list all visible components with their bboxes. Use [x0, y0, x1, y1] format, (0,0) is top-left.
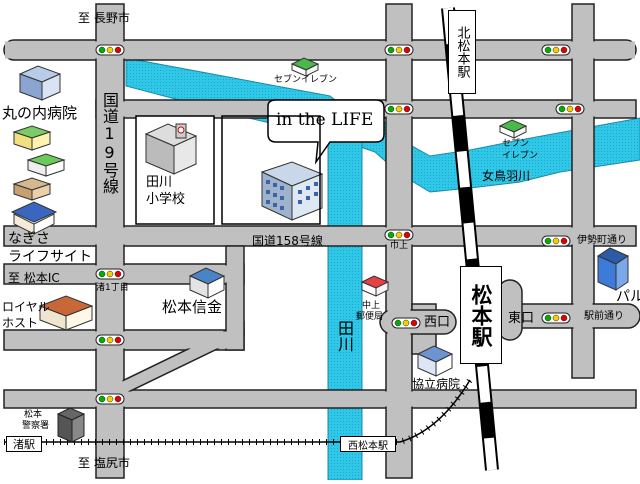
- royal-host-label-2: ホスト: [2, 316, 39, 330]
- route19-label: 国道19号線: [100, 92, 119, 194]
- nagisa-label-1: なぎさ: [8, 231, 50, 247]
- store-icon: [26, 153, 66, 177]
- store-icon: [498, 119, 528, 139]
- store-icon: [12, 125, 52, 151]
- traffic-light-icon: [95, 393, 125, 405]
- traffic-light-icon: [384, 103, 414, 115]
- kitamatsumoto-station-label: 北松本駅: [454, 26, 470, 78]
- seven-eleven-label-2a: セブン: [502, 139, 530, 149]
- route158-label: 国道158号線: [252, 234, 323, 248]
- tagawa-school-label-2: 小学校: [146, 192, 186, 207]
- traffic-light-icon: [541, 312, 571, 324]
- traffic-light-icon: [95, 44, 125, 56]
- traffic-light-icon: [384, 229, 414, 241]
- restaurant-icon: [38, 295, 94, 331]
- traffic-light-icon: [95, 268, 125, 280]
- seven-eleven-label-2b: イレブン: [502, 151, 539, 161]
- post-office-label-1: 中上: [362, 301, 381, 311]
- tagawa-river: [327, 135, 363, 481]
- kitamatsumoto-station-box: 北松本駅: [448, 10, 476, 94]
- police-label-2: 警察署: [22, 421, 50, 431]
- matsumoto-shinkin-label: 松本信金: [162, 298, 223, 316]
- nagisa-label-2: ライフサイト: [8, 249, 92, 265]
- parco-label: パルコ: [616, 289, 640, 305]
- local-railway: [4, 378, 473, 445]
- signal-label-isemachi: 伊勢町通り: [577, 235, 627, 246]
- in-the-life-label: in the LIFE: [276, 110, 374, 130]
- building-icon: [260, 161, 324, 221]
- traffic-light-icon: [95, 334, 125, 346]
- nishimatsumoto-station-label: 西松本駅: [348, 440, 388, 452]
- traffic-light-icon: [384, 44, 414, 56]
- metoba-river-label: 女鳥羽川: [482, 169, 531, 183]
- signal-label-nishiguchi: 西口: [424, 315, 451, 330]
- traffic-lights: [95, 44, 585, 405]
- signal-label-ekimae: 駅前通り: [584, 311, 624, 322]
- hospital-icon: [18, 65, 62, 101]
- kyoritsu-hospital-label: 協立病院: [412, 377, 461, 391]
- police-label-1: 松本: [24, 410, 43, 420]
- house-icon: [10, 201, 58, 235]
- seven-eleven-label-1: セブンイレブン: [274, 75, 338, 85]
- store-icon: [290, 57, 320, 77]
- to-shiojiri-label: 至 塩尻市: [78, 456, 130, 470]
- parco-building-icon: [596, 247, 630, 291]
- traffic-light-icon: [555, 103, 585, 115]
- nagisa-station-box: 渚駅: [6, 436, 42, 452]
- hospital-icon: [416, 345, 454, 377]
- tagawa-school-label-1: 田川: [146, 175, 173, 190]
- to-nagano-label: 至 長野市: [78, 11, 130, 25]
- school-icon: [144, 123, 198, 175]
- signal-label-higashiguchi: 東口: [508, 311, 535, 326]
- royal-host-label-1: ロイヤル: [2, 300, 50, 314]
- matsumoto-station-box: 松本駅: [460, 266, 502, 364]
- to-matsumoto-ic-label: 至 松本IC: [8, 271, 60, 285]
- signal-label-nagisa1: 渚1丁目: [96, 283, 129, 293]
- marunouchi-hospital-label: 丸の内病院: [2, 104, 78, 122]
- traffic-light-icon: [391, 317, 421, 329]
- nishimatsumoto-station-box: 西松本駅: [340, 436, 396, 452]
- police-icon: [56, 407, 86, 443]
- tagawa-river-label: 田川: [335, 320, 354, 352]
- matsumoto-station-label: 松本駅: [469, 283, 493, 347]
- nagisa-station-label: 渚駅: [13, 438, 35, 451]
- post-office-label-2: 郵便局: [356, 312, 384, 322]
- signal-label-chuujou: 巾上: [390, 241, 409, 251]
- store-icon: [12, 177, 52, 201]
- bank-icon: [188, 267, 226, 299]
- post-office-icon: [360, 275, 390, 297]
- life-block: [221, 115, 321, 225]
- traffic-light-icon: [541, 44, 571, 56]
- traffic-light-icon: [541, 235, 571, 247]
